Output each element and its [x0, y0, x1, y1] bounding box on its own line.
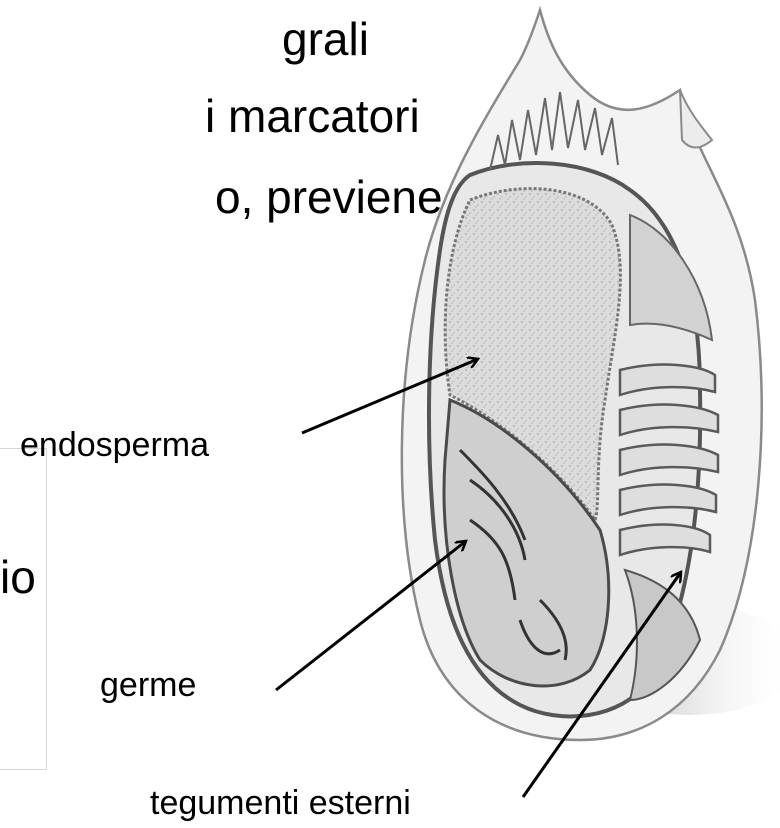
- label-germ: germe: [100, 668, 196, 702]
- seed-tip: [680, 90, 712, 148]
- label-endosperm: endosperma: [20, 428, 209, 462]
- label-outer-layers: tegumenti esterni: [150, 786, 411, 820]
